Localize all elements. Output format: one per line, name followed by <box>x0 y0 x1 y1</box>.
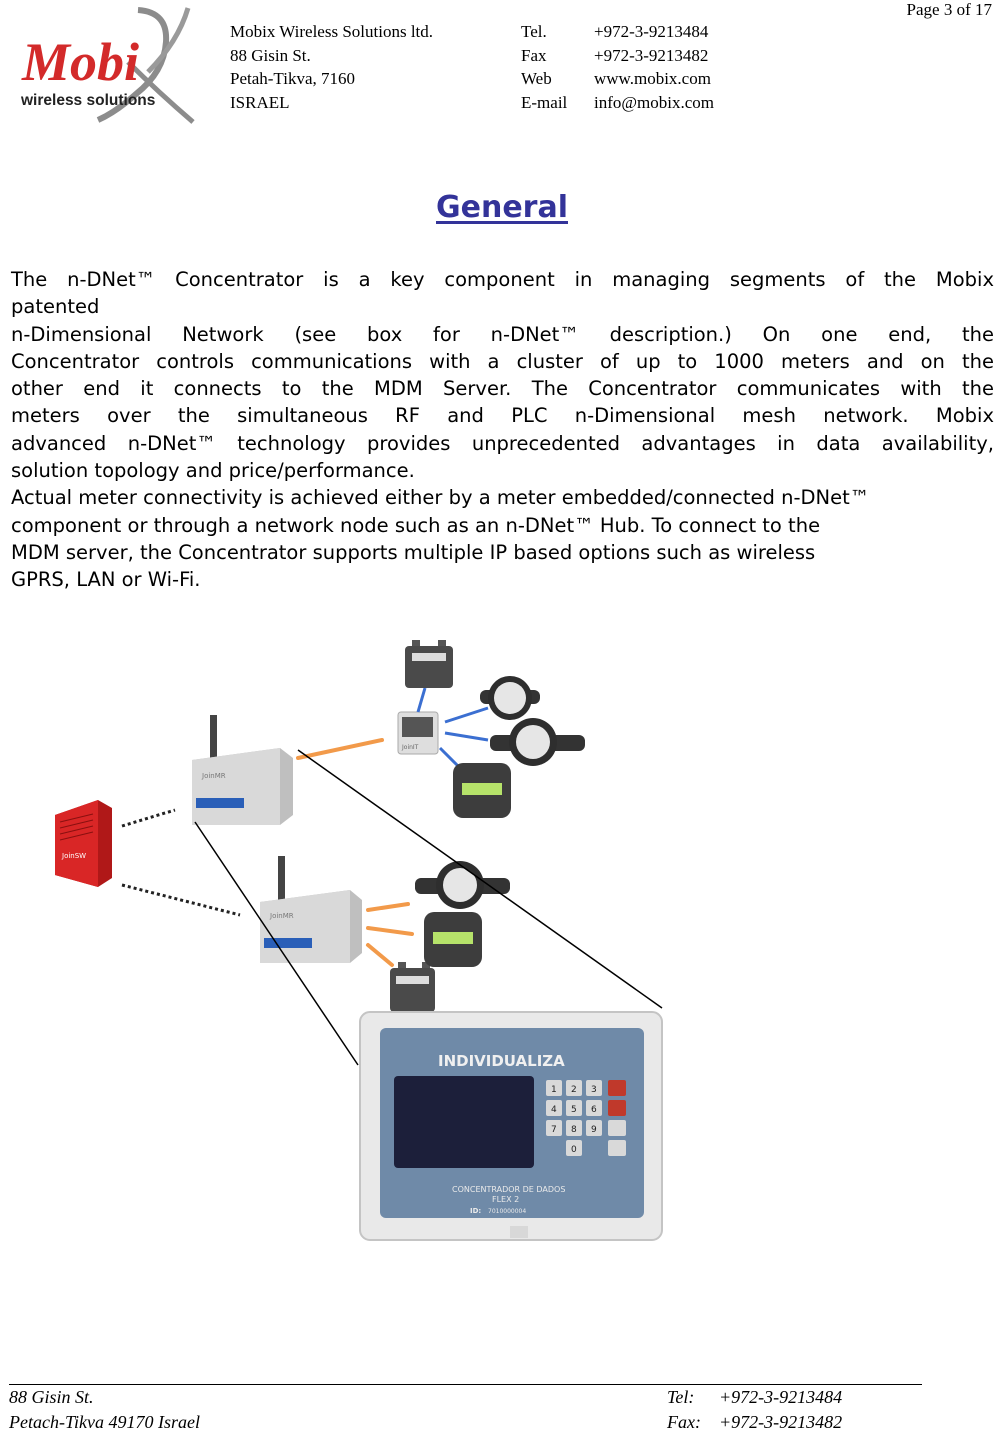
footer-fax: Fax:+972-3-9213482 <box>667 1412 843 1432</box>
mdm-server-icon: JoinSW <box>55 800 112 887</box>
keypad-key-label: 1 <box>551 1085 557 1095</box>
cable-node-gas-meter <box>416 687 427 713</box>
concentrator-2-label: JoinMR <box>269 912 294 920</box>
keypad-function-key <box>608 1080 626 1096</box>
network-diagram: JoinSW JoinMR JoinMR JoinIT <box>55 640 663 1241</box>
cable-node-electric-meter <box>438 746 462 770</box>
keypad-key <box>546 1120 562 1136</box>
keypad-function-key <box>608 1100 626 1116</box>
footer-address: 88 Gisin St. Petach-Tikva 49170 Israel <box>9 1385 200 1435</box>
footer-rule <box>9 1384 922 1385</box>
keypad-key <box>546 1080 562 1096</box>
contact-fax: Fax+972-3-9213482 <box>521 45 709 65</box>
product-line2: FLEX 2 <box>492 1195 519 1204</box>
body-line: other end it connects to the MDM Server.… <box>11 377 994 401</box>
keypad-key-label: 2 <box>571 1085 577 1095</box>
company-street: 88 Gisin St. <box>230 45 311 65</box>
electric-meter-icon <box>424 912 482 967</box>
body-line: solution topology and price/performance. <box>11 459 415 483</box>
keypad-key-label: 9 <box>591 1125 597 1135</box>
keypad-key <box>566 1140 582 1156</box>
product-id: 7010000004 <box>488 1208 526 1215</box>
link-server-concentrator-1 <box>121 808 176 828</box>
body-line: advanced n-DNet™ technology provides unp… <box>11 431 994 455</box>
company-contacts: Tel.+972-3-9213484 Fax+972-3-9213482 Web… <box>521 20 714 114</box>
electric-meter-icon <box>453 763 511 818</box>
keypad-key <box>566 1120 582 1136</box>
section-title: General <box>436 190 568 225</box>
logo-tagline: wireless solutions <box>20 92 155 109</box>
server-label: JoinSW <box>61 852 86 860</box>
product-line1: CONCENTRADOR DE DADOS <box>452 1185 565 1194</box>
contact-tel: Tel.+972-3-9213484 <box>521 22 709 41</box>
keypad-key-label: 3 <box>591 1085 597 1095</box>
water-meter-icon <box>490 718 585 766</box>
body-line: MDM server, the Concentrator supports mu… <box>11 540 816 564</box>
link-server-concentrator-2 <box>121 883 241 917</box>
link-concentrator-meter-b <box>366 926 414 936</box>
keypad-key <box>586 1080 602 1096</box>
body-line: n-Dimensional Network (see box for n-DNe… <box>11 322 994 346</box>
footer-city: Petach-Tikva 49170 Israel <box>9 1412 200 1432</box>
keypad-key <box>586 1120 602 1136</box>
link-concentrator-node <box>296 738 384 760</box>
body-line: component or through a network node such… <box>11 513 821 537</box>
concentrator-product-icon: INDIVIDUALIZA 1 2 3 4 5 6 7 8 9 0 CONCENTRADOR DE… <box>359 1011 663 1241</box>
company-country: ISRAEL <box>230 92 290 112</box>
body-line: meters over the simultaneous RF and PLC … <box>11 404 994 428</box>
body-line: The n-DNet™ Concentrator is a key compon… <box>11 268 994 291</box>
concentrator-1-icon: JoinMR <box>192 715 293 825</box>
keypad-key-label: 6 <box>591 1105 597 1115</box>
body-line: GPRS, LAN or Wi-Fi. <box>11 568 201 592</box>
product-id-label: ID: <box>470 1207 481 1215</box>
concentrator-2-icon: JoinMR <box>260 856 362 963</box>
footer-tel: Tel:+972-3-9213484 <box>667 1387 843 1407</box>
footer-street: 88 Gisin St. <box>9 1387 94 1407</box>
company-name: Mobix Wireless Solutions ltd. <box>230 22 434 41</box>
keypad-key-label: 8 <box>571 1125 577 1135</box>
page-number: Page 3 of 17 <box>906 0 992 19</box>
water-meter-icon <box>415 861 510 909</box>
node-label: JoinIT <box>401 744 419 751</box>
cable-node-water-meter-2 <box>444 731 489 742</box>
company-address: Mobix Wireless Solutions ltd. 88 Gisin S… <box>230 20 433 114</box>
company-city: Petah-Tikva, 7160 <box>230 69 355 88</box>
keypad-key <box>566 1080 582 1096</box>
node-hub-icon: JoinIT <box>397 711 439 755</box>
body-line: Concentrator controls communications wit… <box>11 349 994 373</box>
keypad-key-label: 0 <box>571 1145 577 1155</box>
product-brand: INDIVIDUALIZA <box>438 1052 565 1070</box>
water-meter-icon <box>480 676 540 720</box>
callout-line-left <box>194 821 359 1066</box>
keypad-function-key <box>608 1140 626 1156</box>
gas-meter-icon <box>405 640 453 688</box>
cable-node-water-meter-1 <box>444 706 489 724</box>
keypad-key <box>566 1100 582 1116</box>
mobix-logo: Mobi wireless solutions <box>20 7 195 124</box>
link-concentrator-meter-c <box>366 943 394 967</box>
callout-line-right <box>297 749 663 1009</box>
logo-brand: Mobi <box>21 32 139 92</box>
keypad-key-label: 7 <box>551 1125 557 1135</box>
gas-meter-icon <box>390 962 435 1012</box>
keypad-key <box>586 1100 602 1116</box>
body-line: Actual meter connectivity is achieved ei… <box>11 486 870 510</box>
keypad: 1 2 3 4 5 6 7 8 9 0 <box>546 1080 626 1156</box>
keypad-key-label: 4 <box>551 1105 557 1115</box>
keypad-key <box>546 1100 562 1116</box>
body-text: The n-DNet™ Concentrator is a key compon… <box>11 266 994 594</box>
concentrator-1-label: JoinMR <box>201 772 226 780</box>
body-line: patented <box>11 295 100 319</box>
footer-contacts: Tel:+972-3-9213484 Fax:+972-3-9213482 <box>667 1385 842 1435</box>
link-concentrator-meter-a <box>366 902 410 912</box>
keypad-key-label: 5 <box>571 1105 577 1115</box>
keypad-function-key <box>608 1120 626 1136</box>
